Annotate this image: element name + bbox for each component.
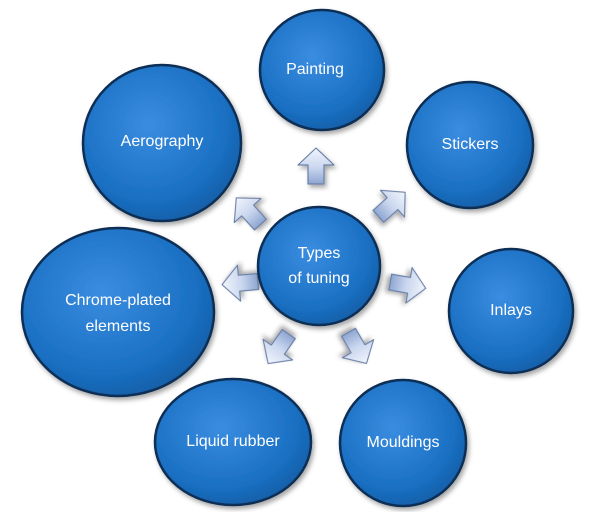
arrow-to-liquid-rubber: [262, 328, 296, 365]
node-mouldings-label: Mouldings: [367, 434, 440, 451]
arrow-to-painting: [297, 147, 335, 185]
node-chrome-plated-elements-circle: [20, 226, 216, 398]
arrow-to-stickers: [372, 189, 406, 223]
center-node-circle: [256, 205, 382, 327]
node-mouldings: Mouldings: [338, 378, 468, 508]
node-painting: Painting: [258, 8, 386, 132]
node-aerography-label: Aerography: [121, 133, 204, 150]
node-inlays-label: Inlays: [490, 302, 532, 319]
center-node-label-line-1: Types: [298, 245, 341, 262]
node-aerography-circle: [81, 63, 243, 223]
node-mouldings-circle: [338, 378, 468, 508]
arrow-to-aerography: [233, 197, 267, 231]
arrow-to-chrome-plated-elements: [221, 264, 260, 302]
node-inlays: Inlays: [447, 247, 575, 375]
node-chrome-plated-elements-label-line-2: elements: [86, 318, 151, 335]
arrow-to-inlays: [388, 267, 427, 304]
node-liquid-rubber-label: Liquid rubber: [186, 433, 280, 450]
node-liquid-rubber: Liquid rubber: [153, 377, 313, 507]
node-stickers-circle: [405, 80, 535, 210]
node-painting-label: Painting: [286, 61, 344, 78]
node-liquid-rubber-circle: [153, 377, 313, 507]
center-node-label-line-2: of tuning: [288, 270, 349, 287]
arrows-layer: [221, 147, 427, 365]
node-inlays-circle: [447, 247, 575, 375]
node-painting-circle: [258, 8, 386, 132]
node-chrome-plated-elements-label-line-1: Chrome-plated: [65, 292, 171, 309]
node-chrome-plated-elements: Chrome-plated elements: [20, 226, 216, 398]
arrow-to-mouldings: [340, 327, 375, 365]
node-stickers: Stickers: [405, 80, 535, 210]
node-stickers-label: Stickers: [442, 136, 499, 153]
node-aerography: Aerography: [81, 63, 243, 223]
center-node: Types of tuning: [256, 205, 382, 327]
